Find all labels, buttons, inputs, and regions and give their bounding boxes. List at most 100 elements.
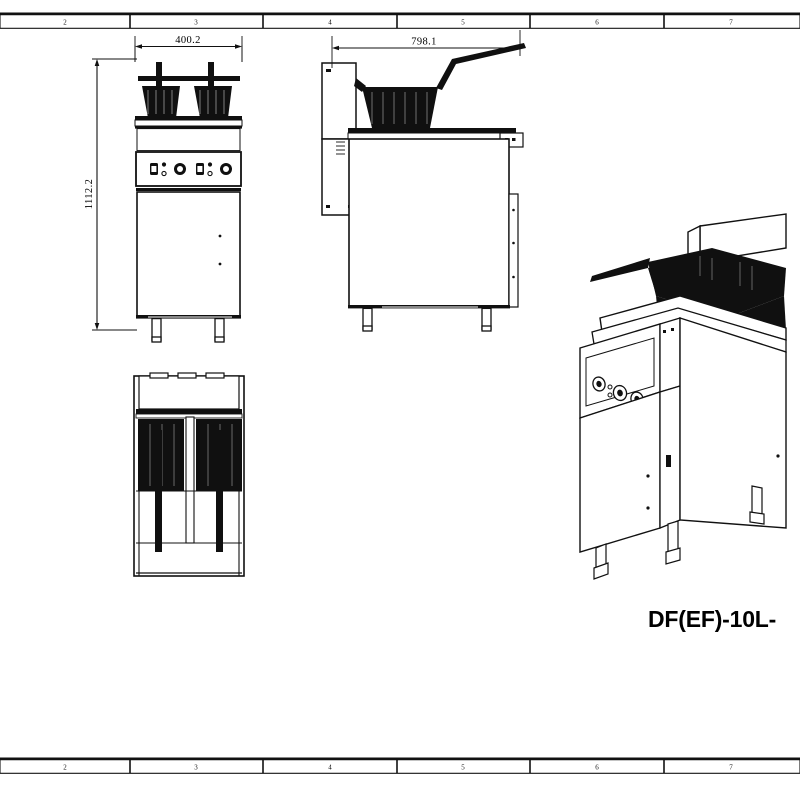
cabinet-top-edge [135, 126, 242, 129]
panel-divider [136, 188, 241, 191]
model-number-label: DF(EF)-10L- [648, 606, 776, 632]
iso-panel-return [659, 317, 681, 393]
iso-control-panel-border [585, 337, 655, 407]
indicator-light-right-top [207, 162, 213, 167]
iso-cabinet-door [579, 391, 661, 553]
side-hinge-dot-2 [512, 241, 515, 245]
top-ruler-band [0, 14, 800, 29]
iso-door-handle [666, 455, 671, 467]
top-ruler-label-4: 4 [328, 18, 332, 26]
dim-arrow-right-400 [235, 44, 242, 49]
plan-flue-vent-2 [177, 372, 197, 379]
bottom-ruler-label-3: 3 [194, 763, 198, 771]
bottom-ruler-label-6: 6 [595, 763, 599, 771]
top-ruler-label-7: 7 [729, 18, 733, 26]
fryer-basket-left [142, 86, 180, 118]
top-ruler-label-6: 6 [595, 18, 599, 26]
isometric-3d-view [579, 213, 787, 580]
thermostat-knob-right-center [223, 166, 229, 172]
side-cabinet-body [348, 138, 510, 308]
cabinet-door [136, 191, 241, 318]
plan-flue-vent-3 [205, 372, 225, 379]
iso-knob-left-center [617, 389, 623, 397]
dimension-depth-798: 798.1 [331, 30, 521, 68]
iso-side-fastener [776, 454, 780, 458]
dim-arrow-left-798 [332, 45, 339, 51]
side-tank-lip [347, 132, 524, 140]
iso-panel-screw-1 [663, 330, 666, 333]
bottom-ruler-band [0, 759, 800, 774]
basket-handle-crossbar [138, 76, 240, 81]
dimension-width-400: 400.2 [134, 35, 243, 62]
iso-leg-foot-front-right [665, 547, 681, 565]
bottom-ruler-outer-line [0, 757, 800, 760]
front-elevation-view [134, 45, 243, 343]
side-tank-top-rail [348, 128, 516, 133]
iso-leg-foot-front-left [593, 562, 609, 580]
iso-basket-mesh [699, 256, 753, 290]
dim-arrow-bottom-1112 [94, 323, 100, 330]
iso-basket-handle-elbow [648, 266, 662, 294]
side-basket-mesh [371, 92, 428, 124]
indicator-light-left-bottom [161, 170, 167, 177]
dim-label-400: 400.2 [175, 35, 201, 46]
top-plan-view [133, 372, 245, 577]
bottom-ruler-label-4: 4 [328, 763, 332, 771]
basket-handle-left [156, 62, 162, 108]
iso-leg-foot-rear-right [749, 511, 765, 525]
tank-lip [134, 119, 243, 127]
dimension-height-1112: 1112.2 [84, 58, 137, 331]
basket-handle-right [208, 62, 214, 108]
flue-bracket-top [326, 69, 331, 72]
leg-foot-side-right [481, 325, 492, 332]
bottom-ruler-label-2: 2 [63, 763, 67, 771]
iso-door-hinge-2 [646, 506, 650, 510]
top-ruler-outer-line [0, 12, 800, 15]
thermostat-knob-left-center [177, 166, 183, 172]
side-basket-body [362, 87, 438, 128]
iso-right-side-panel [679, 317, 787, 529]
iso-switch-left-center [596, 380, 602, 388]
top-ruler-label-2: 2 [63, 18, 67, 26]
iso-indicator-1 [607, 384, 613, 390]
bottom-ruler-label-5: 5 [461, 763, 465, 771]
iso-basket-handle [590, 258, 650, 282]
leg-foot-front-right [214, 336, 225, 343]
basket-hanger-hook [354, 78, 366, 92]
door-hinge-upper [218, 234, 222, 238]
leg-foot-side-left [362, 325, 373, 332]
basket-mesh-texture [147, 90, 225, 114]
dim-label-798: 798.1 [411, 37, 437, 48]
control-switch-right-face [197, 166, 203, 172]
dim-label-1112: 1112.2 [84, 179, 95, 210]
plan-handle-left-tip [155, 543, 162, 547]
tank-body [136, 128, 241, 152]
side-hinge-dot-1 [512, 208, 515, 212]
indicator-light-left-top [161, 162, 167, 167]
iso-door-hinge-1 [646, 474, 650, 478]
dim-arrow-top-1112 [94, 59, 100, 66]
side-elevation-view [321, 43, 526, 332]
side-hinge-dot-3 [512, 275, 515, 279]
side-vent-marks [336, 141, 345, 155]
leg-foot-front-left [151, 336, 162, 343]
side-control-dot-2 [512, 138, 516, 141]
plan-tank-rail [136, 409, 242, 414]
plan-center-divider [185, 416, 195, 544]
top-ruler-label-3: 3 [194, 18, 198, 26]
rear-flue-upper [321, 62, 357, 140]
control-switch-left-face [151, 166, 157, 172]
plan-handle-right-tip [216, 543, 223, 547]
flue-bracket-bottom [326, 205, 330, 208]
door-hinge-lower [218, 262, 222, 266]
bottom-ruler-group: 2 3 4 5 6 7 [0, 757, 800, 774]
plan-flue-vent-1 [149, 372, 169, 379]
iso-indicator-2 [607, 392, 613, 398]
side-basket-handle [436, 43, 526, 90]
dim-arrow-right-798 [513, 45, 520, 51]
top-ruler-group: 2 3 4 5 6 7 [0, 12, 800, 29]
tank-top-rail [135, 116, 242, 120]
top-ruler-label-5: 5 [461, 18, 465, 26]
